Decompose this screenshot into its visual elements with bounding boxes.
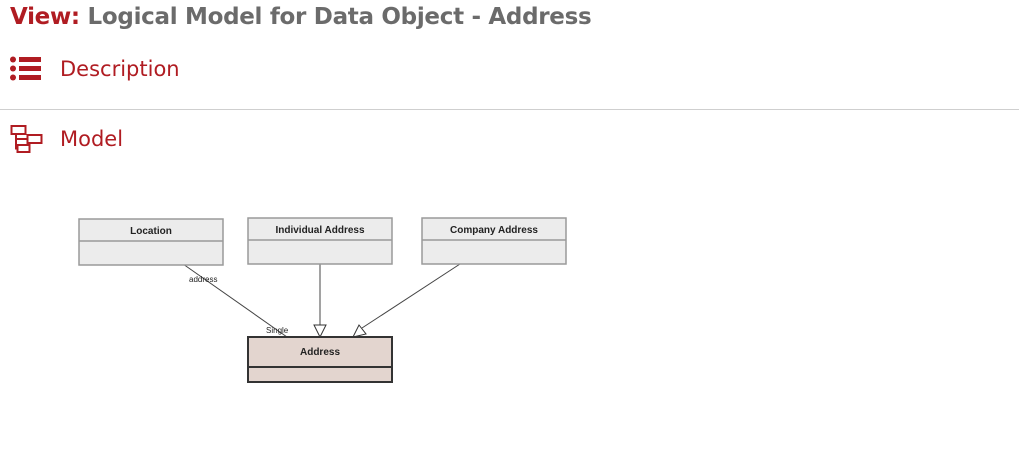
entity-individual-address-label: Individual Address <box>275 225 365 236</box>
entity-address[interactable]: Address <box>247 336 393 383</box>
entity-location-label: Location <box>130 226 172 237</box>
entity-location[interactable]: Location <box>78 218 224 266</box>
entity-company-address[interactable]: Company Address <box>421 217 567 265</box>
association-line <box>182 263 288 338</box>
model-section-toggle[interactable]: Model <box>10 124 123 154</box>
page-title-prefix: View: <box>10 4 80 30</box>
association-source-label: address <box>189 275 217 284</box>
generalization-arrowhead-company <box>352 324 367 338</box>
list-icon <box>10 54 44 84</box>
entity-company-address-label: Company Address <box>450 225 538 236</box>
entity-individual-address[interactable]: Individual Address <box>247 217 393 265</box>
model-section-label: Model <box>60 127 124 151</box>
entity-address-label: Address <box>300 347 340 358</box>
page-title-text: Logical Model for Data Object - Address <box>87 4 592 30</box>
page-title: View: Logical Model for Data Object - Ad… <box>10 4 592 30</box>
model-hierarchy-icon <box>10 124 44 154</box>
generalization-arrowhead-individual <box>313 324 327 339</box>
generalization-line-company <box>361 263 461 329</box>
description-section-toggle[interactable]: Description <box>10 54 180 84</box>
section-divider <box>0 109 1019 110</box>
association-target-label: Single <box>266 326 289 335</box>
description-section-label: Description <box>60 57 180 81</box>
